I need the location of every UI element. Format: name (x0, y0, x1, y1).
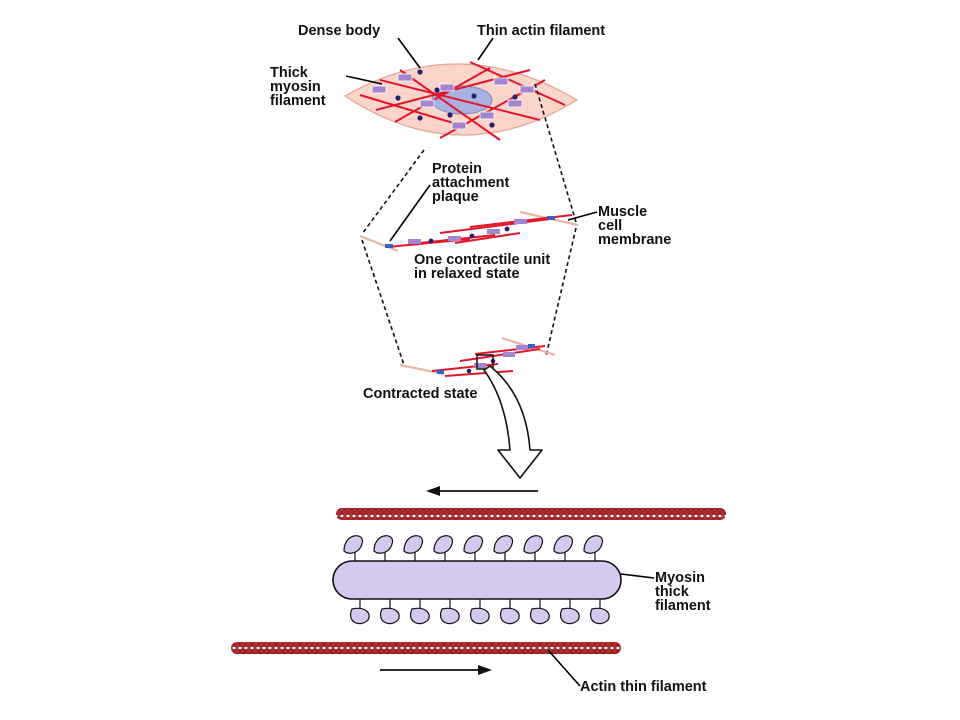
zoom-arrow (483, 365, 543, 479)
plaque-left (385, 244, 393, 248)
label-contracted-state: Contracted state (363, 386, 478, 402)
myosin-heads-bottom (350, 598, 610, 625)
top-leader-lines (345, 37, 494, 85)
direction-arrow-bottom (380, 665, 492, 675)
membrane-left (359, 234, 399, 253)
actin-filament-top (336, 508, 726, 520)
label-myosin-thick-filament: Myosin thick filament (655, 570, 711, 614)
label-thick-myosin-filament: Thick myosin filament (270, 65, 326, 109)
relaxed-contractile-unit (359, 210, 579, 253)
bottom-leader-lines (547, 573, 655, 687)
label-protein-attachment-plaque: Protein attachment plaque (432, 161, 510, 205)
label-muscle-cell-membrane: Muscle cell membrane (598, 204, 672, 248)
cell-myosin-filaments (371, 73, 535, 130)
muscle-cell (343, 61, 579, 141)
dense-bodies (395, 69, 518, 128)
relaxed-leader-lines (389, 184, 598, 242)
myosin-thick-rod (332, 560, 622, 600)
label-dense-body: Dense body (298, 23, 381, 39)
label-contractile-unit-relaxed: One contractile unit in relaxed state (414, 252, 551, 282)
direction-arrow-top (426, 486, 538, 496)
actin-filament-bottom (231, 642, 621, 654)
zoom-dashed-lines (361, 83, 577, 366)
label-thin-actin-filament: Thin actin filament (477, 23, 606, 39)
label-actin-thin-filament: Actin thin filament (580, 679, 707, 695)
contracted-unit (399, 336, 556, 377)
plaque-right (547, 216, 555, 220)
myosin-heads-top (343, 535, 603, 562)
